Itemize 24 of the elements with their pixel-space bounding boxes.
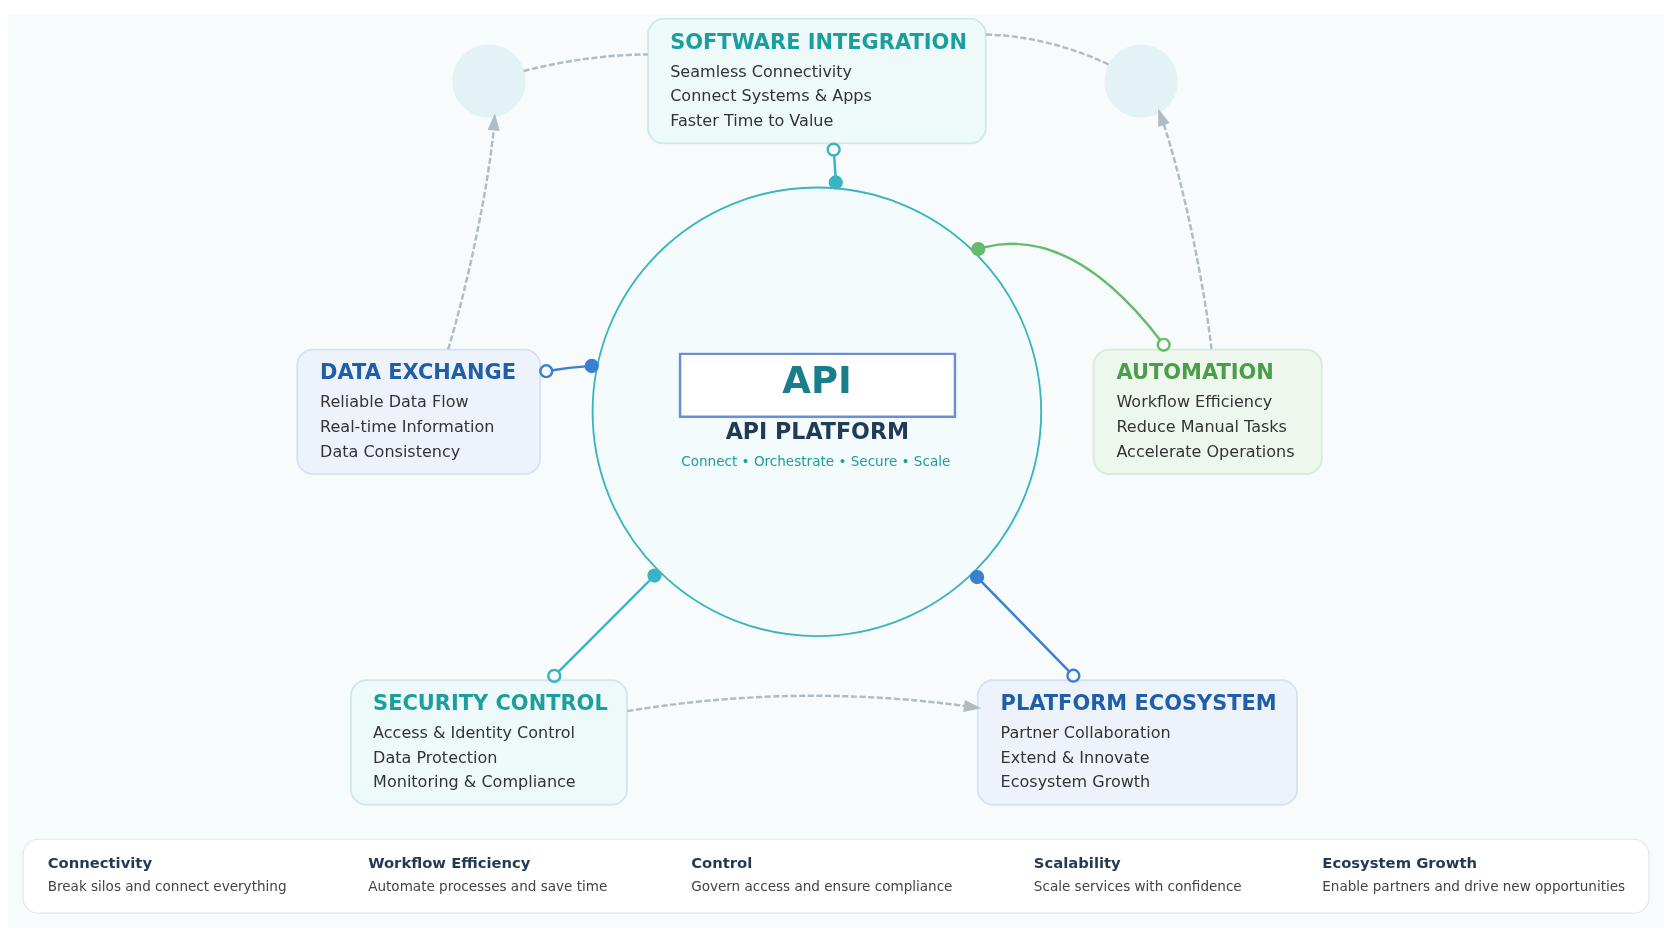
node-circle: API API PLATFORM Connect • Orchestrate • Secure • Scale bbox=[591, 186, 1043, 637]
connector bbox=[539, 358, 599, 378]
node-text: Scalability Scale services with confidence bbox=[1033, 853, 1242, 894]
cluster bbox=[22, 838, 1650, 914]
arrow bbox=[1158, 108, 1213, 350]
arrow bbox=[627, 694, 982, 712]
node-text: Workflow Efficiency Automate processes and save time bbox=[368, 853, 608, 894]
node-text: Control Govern access and ensure compliance bbox=[691, 853, 953, 894]
connector bbox=[523, 52, 648, 72]
connector bbox=[826, 142, 843, 190]
connector bbox=[969, 569, 1081, 683]
connector bbox=[971, 241, 1171, 352]
node-box: PLATFORM ECOSYSTEM Partner Collaboration Extend & Innovate Ecosystem Growth bbox=[976, 678, 1298, 806]
node-text: Connectivity Break silos and connect everything bbox=[47, 853, 287, 894]
node-text: Ecosystem Growth Enable partners and drive new opportunities bbox=[1322, 853, 1626, 894]
node-box: AUTOMATION Workflow Efficiency Reduce Manual Tasks Accelerate Operations bbox=[1092, 348, 1323, 475]
node-circle bbox=[1104, 44, 1178, 118]
connector bbox=[985, 32, 1110, 66]
node-box: SOFTWARE INTEGRATION Seamless Connectivity Connect Systems & Apps Faster Time to Value bbox=[647, 17, 987, 144]
connector bbox=[547, 567, 662, 683]
node-circle bbox=[452, 44, 526, 118]
node-box: SECURITY CONTROL Access & Identity Control Data Protection Monitoring & Compliance bbox=[350, 678, 628, 806]
node-box: DATA EXCHANGE Reliable Data Flow Real-time Information Data Consistency bbox=[296, 348, 542, 475]
arrow bbox=[446, 112, 500, 350]
